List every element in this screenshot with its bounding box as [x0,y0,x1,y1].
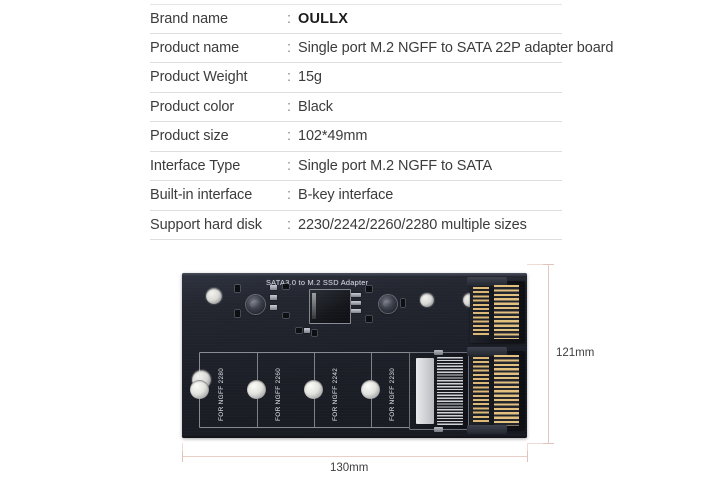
spec-value: Black [298,98,333,115]
spec-label: Product name [150,39,240,56]
spec-label: Interface Type [150,157,241,174]
capacitor-icon [379,295,397,313]
smd-component [270,295,277,300]
spec-separator: : [287,187,292,204]
connector-shell [467,277,507,286]
specification-table: Brand name : OULLX Product name : Single… [150,4,613,240]
smd-component [283,284,289,289]
sata-data-segment [467,277,525,343]
table-row: Product size : 102*49mm [150,122,562,152]
spec-value: B-key interface [298,187,394,204]
ngff-standoff-hole-icon [190,380,209,399]
sata-22pin-connector [467,277,525,434]
smd-component [304,328,310,333]
dimension-line-horizontal [182,456,527,457]
smd-component [270,305,277,310]
dimension-label-width: 130mm [330,462,369,474]
ngff-size-label: FOR NGFF 2230 [389,367,396,421]
smd-component [401,299,405,307]
spec-value: Single port M.2 NGFF to SATA 22P adapter… [298,39,614,56]
smd-component [351,301,361,305]
spec-separator: : [287,98,292,115]
smd-component [296,328,302,333]
slot-latch [434,350,443,355]
spec-separator: : [287,216,292,233]
table-row: Product name : Single port M.2 NGFF to S… [150,34,613,63]
spec-value: 15g [298,69,322,86]
slot-pin-array [437,357,463,425]
ngff-standoff-hole-icon [361,380,380,399]
sata-pin-row [494,285,519,339]
sata-pin-row [473,357,489,424]
mounting-hole-icon [420,293,434,307]
table-row: Product Weight : 15g [150,63,562,93]
dimension-tick [543,443,554,444]
dimension-line-vertical [548,264,549,444]
m2-bkey-slot-connector [409,350,469,432]
spec-separator: : [287,128,292,145]
ngff-size-label: FOR NGFF 2260 [275,367,282,421]
ic-chip-icon [309,289,351,324]
spec-label: Product size [150,128,229,145]
dimension-tick [543,264,554,265]
table-row: Built-in interface : B-key interface [150,181,562,211]
dimension-label-height: 121mm [556,347,595,359]
spec-separator: : [287,157,292,174]
sata-pin-row [473,287,489,337]
mounting-hole-icon [206,288,222,304]
dimension-extension-line [527,264,553,265]
smd-component [351,293,361,297]
spec-value: Single port M.2 NGFF to SATA [298,157,493,174]
table-row: Product color : Black [150,93,562,122]
slot-latch [434,427,443,432]
ngff-size-label: FOR NGFF 2242 [332,367,339,421]
spec-value: OULLX [298,10,349,27]
spec-value: 2230/2242/2260/2280 multiple sizes [298,216,527,233]
sata-power-segment [467,347,525,434]
board-top-edge [182,273,527,276]
spec-separator: : [287,10,292,27]
capacitor-icon [246,295,265,314]
smd-component [235,285,240,292]
dimension-tick [182,451,183,462]
smd-component [283,313,289,318]
smd-component [312,330,317,336]
connector-shell [467,347,507,356]
smd-component [235,310,240,317]
sata-pin-row [494,355,519,426]
spec-label: Product color [150,98,235,115]
spec-separator: : [287,69,292,86]
table-row: Support hard disk : 2230/2242/2260/2280 … [150,211,562,240]
ngff-standoff-hole-icon [247,380,266,399]
spec-label: Product Weight [150,69,248,86]
board-bottom-edge [182,435,527,438]
product-photo-figure: SATA3.0 to M.2 SSD Adapter [0,252,726,480]
connector-shell [467,425,507,434]
dimension-extension-line [527,443,553,444]
smd-component [366,316,372,322]
table-row: Brand name : OULLX [150,4,562,34]
spec-label: Support hard disk [150,216,262,233]
smd-component [270,285,277,290]
spec-separator: : [287,39,292,56]
spec-value: 102*49mm [298,128,368,145]
ngff-standoff-hole-icon [304,380,323,399]
ngff-size-label: FOR NGFF 2280 [218,367,225,421]
silkscreen-title: SATA3.0 to M.2 SSD Adapter [266,278,369,287]
dimension-tick [527,451,528,462]
smd-component [366,286,372,292]
standoff-slot-region: FOR NGFF 2280 FOR NGFF 2260 FOR NGFF 224… [190,352,428,428]
spec-label: Brand name [150,10,228,27]
table-row: Interface Type : Single port M.2 NGFF to… [150,152,562,181]
pcb-board-image: SATA3.0 to M.2 SSD Adapter [182,273,527,438]
spec-label: Built-in interface [150,187,253,204]
smd-component [351,309,361,313]
slot-inner-channel [416,358,434,424]
